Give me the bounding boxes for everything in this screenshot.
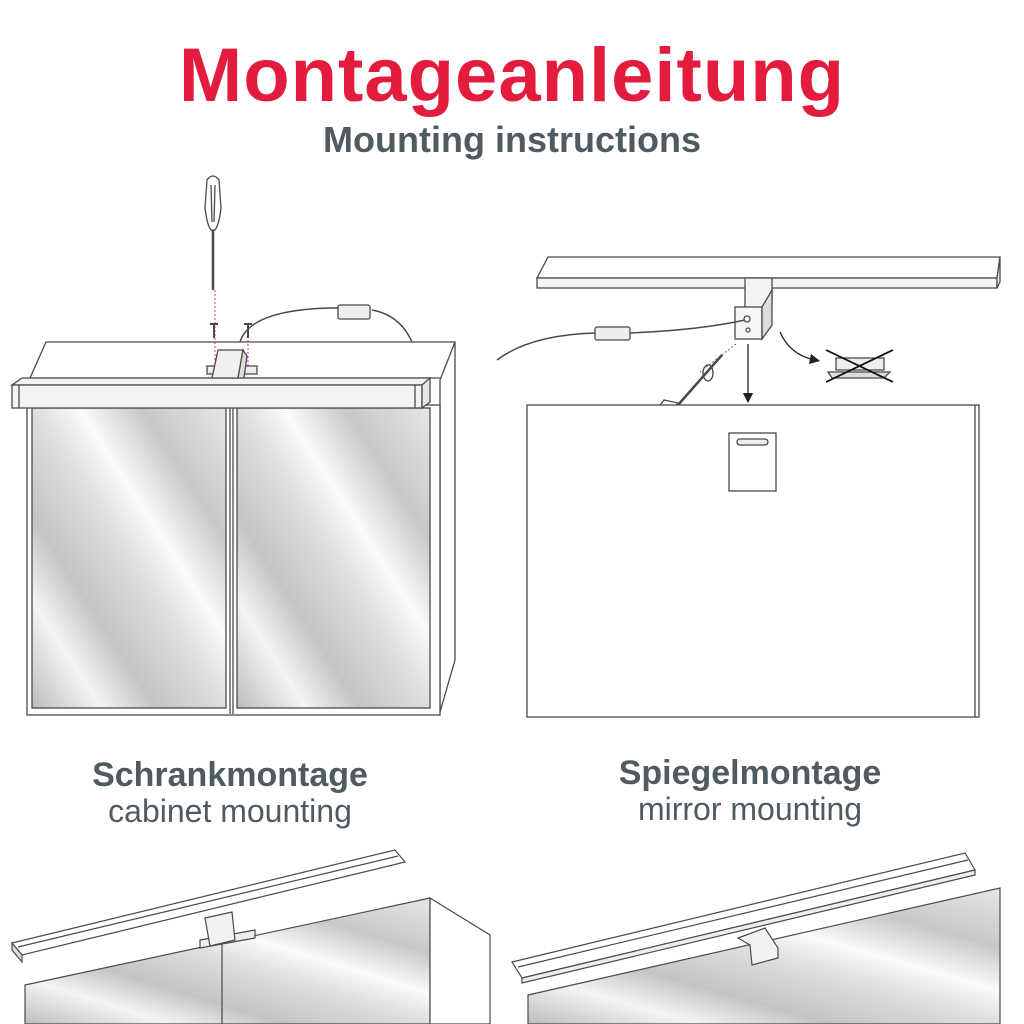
power-supply-icon [337, 304, 371, 320]
cabinet-subheading: cabinet mounting [108, 793, 352, 829]
cabinet-diagram [9, 175, 456, 716]
cabinet-heading: Schrankmontage [92, 756, 368, 794]
mirror-subheading: mirror mounting [637, 791, 863, 827]
page-subtitle: Mounting instructions [323, 119, 701, 160]
mirror-diagram [496, 256, 1001, 718]
cabinet-perspective [10, 849, 491, 1024]
crossed-out-clip-icon [825, 349, 894, 383]
mirror-caption: Spiegelmontage mirror mounting [560, 756, 940, 825]
page-title: Montageanleitung [178, 33, 846, 118]
mirror-heading: Spiegelmontage [618, 754, 882, 792]
cabinet-caption: Schrankmontage cabinet mounting [40, 758, 420, 827]
screwdriver-icon [204, 175, 222, 290]
mirror-perspective [511, 852, 1001, 1024]
